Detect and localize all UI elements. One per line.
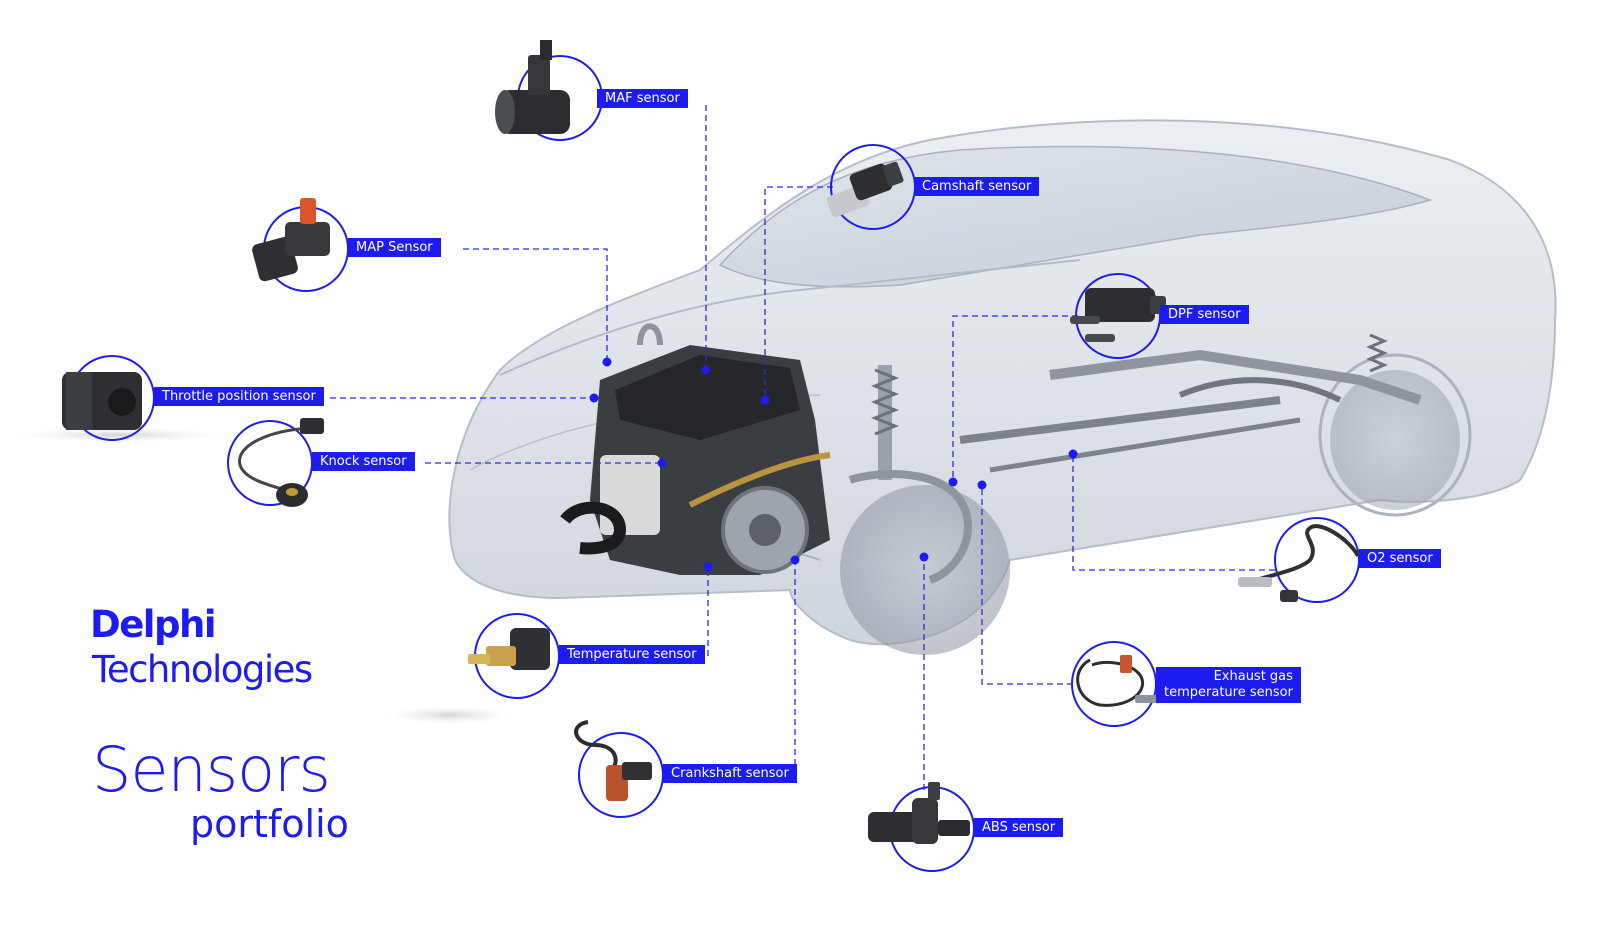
egt-label-line1: Exhaust gas <box>1213 669 1293 684</box>
egt-anchor-dot <box>977 480 987 490</box>
exhaust-gas-temperature-sensor-icon <box>1076 655 1159 707</box>
page-subtitle: portfolio <box>190 802 349 846</box>
page-title: Sensors <box>92 733 331 806</box>
abs-sensor-icon <box>868 782 970 844</box>
dpf-sensor-icon <box>1070 288 1166 342</box>
crankshaft-anchor-dot <box>790 555 800 565</box>
maf-sensor-label: MAF sensor <box>597 89 688 108</box>
throttle-anchor-dot <box>589 393 599 403</box>
engine <box>560 323 831 575</box>
brand-name: Delphi <box>90 603 217 646</box>
front-wheel <box>840 485 1010 655</box>
temperature-sensor-label: Temperature sensor <box>559 645 705 664</box>
o2-anchor-dot <box>1068 449 1078 459</box>
camshaft-sensor-icon <box>826 161 904 218</box>
knock-sensor-label: Knock sensor <box>312 452 415 471</box>
camshaft-anchor-dot <box>760 395 770 405</box>
throttle-sensor-label: Throttle position sensor <box>154 387 324 406</box>
chassis <box>848 333 1422 584</box>
sensor-shadow <box>380 705 520 725</box>
maf-sensor-icon <box>495 40 570 134</box>
exhaust-gas-temperature-sensor-label: Exhaust gas temperature sensor <box>1156 667 1301 703</box>
abs-sensor-label: ABS sensor <box>974 818 1064 837</box>
o2-sensor-label: O2 sensor <box>1359 549 1441 568</box>
anchor-dots <box>589 357 1078 572</box>
egt-callout-line <box>981 485 1073 685</box>
dpf-anchor-dot <box>948 477 958 487</box>
camshaft-sensor-label: Camshaft sensor <box>914 177 1040 196</box>
map-anchor-dot <box>602 357 612 367</box>
abs-anchor-dot <box>919 552 929 562</box>
o2-sensor-icon <box>1238 524 1360 602</box>
maf-anchor-dot <box>701 365 711 375</box>
crankshaft-sensor-label: Crankshaft sensor <box>663 764 797 783</box>
callout-lines <box>330 105 1275 790</box>
knock-anchor-dot <box>657 458 667 468</box>
temperature-anchor-dot <box>703 562 713 572</box>
egt-label-line2: temperature sensor <box>1164 685 1293 700</box>
dpf-sensor-label: DPF sensor <box>1160 305 1249 324</box>
sensor-shadow <box>0 427 240 443</box>
knock-sensor-icon <box>238 418 324 507</box>
throttle-sensor-icon <box>62 372 142 430</box>
map-sensor-icon <box>252 198 330 282</box>
dpf-callout-line <box>952 315 1078 482</box>
temperature-sensor-icon <box>468 628 550 670</box>
map-sensor-label: MAP Sensor <box>348 238 441 257</box>
o2-circle <box>1274 517 1360 603</box>
o2-callout-line <box>1072 454 1275 571</box>
crankshaft-sensor-icon <box>574 720 652 801</box>
brand-subname: Technologies <box>92 648 313 691</box>
camshaft-callout-line <box>764 186 833 400</box>
rear-wheel <box>1330 370 1460 510</box>
map-callout-line <box>463 248 608 362</box>
